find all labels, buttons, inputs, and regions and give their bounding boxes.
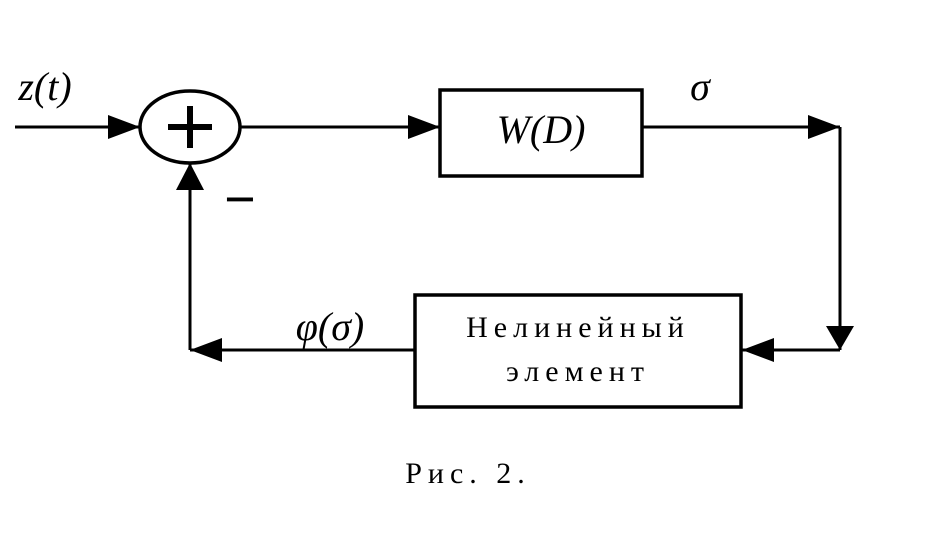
minus-sign: − bbox=[224, 169, 256, 231]
figure-caption: Рис. 2. bbox=[405, 457, 531, 490]
forward-arrowhead bbox=[408, 115, 440, 139]
feedback-signal-label: φ(σ) bbox=[296, 304, 365, 349]
nonlinear-block-label-line1: Нелинейный bbox=[466, 311, 690, 344]
to-nonlinear-arrowhead bbox=[742, 338, 774, 362]
input-signal-label: z(t) bbox=[17, 64, 71, 109]
feedback-left-arrowhead bbox=[190, 338, 222, 362]
right-down-arrowhead bbox=[826, 326, 854, 350]
feedback-up-arrowhead bbox=[176, 163, 204, 190]
linear-block bbox=[438, 88, 644, 178]
input-arrowhead bbox=[108, 115, 140, 139]
linear-block-label: W(D) bbox=[497, 107, 586, 152]
output-arrowhead bbox=[808, 115, 840, 139]
output-signal-label: σ bbox=[690, 64, 711, 109]
nonlinear-block-label-line2: элемент bbox=[506, 355, 650, 388]
